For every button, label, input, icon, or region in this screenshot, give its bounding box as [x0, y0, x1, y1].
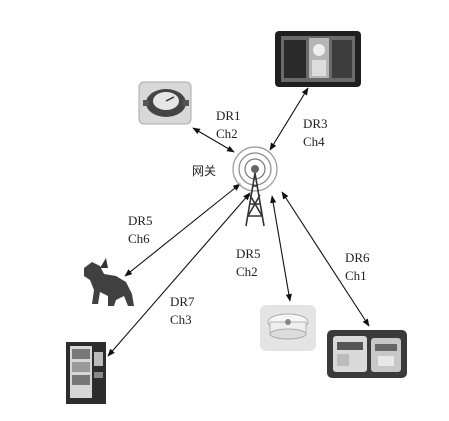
link-water-meter — [192, 127, 235, 153]
antenna-tower-icon — [232, 146, 278, 227]
label-ch-vending-machine: Ch3 — [170, 312, 192, 327]
water-meter-icon — [138, 81, 192, 125]
label-dr-vending-display: DR3 — [303, 116, 328, 131]
label-dr-pet-dog: DR5 — [128, 213, 153, 228]
vending-display-icon — [275, 31, 361, 87]
link-vending-display — [269, 87, 309, 151]
link-labels: DR1 Ch2 DR3 Ch4 DR5 Ch6 DR7 Ch3 DR5 Ch2 … — [128, 108, 370, 327]
link-smoke-detector — [270, 195, 292, 302]
label-ch-smoke-detector: Ch2 — [236, 264, 258, 279]
label-dr-smoke-detector: DR5 — [236, 246, 261, 261]
label-ch-water-meter: Ch2 — [216, 126, 238, 141]
links — [107, 87, 370, 357]
label-dr-vending-machine: DR7 — [170, 294, 195, 309]
label-dr-water-meter: DR1 — [216, 108, 241, 123]
link-electric-meter — [281, 191, 370, 327]
gateway-label: 网关 — [192, 164, 216, 178]
label-ch-vending-display: Ch4 — [303, 134, 325, 149]
link-pet-dog — [124, 183, 241, 277]
smoke-detector-icon — [260, 305, 316, 351]
label-dr-electric-meter: DR6 — [345, 250, 370, 265]
label-ch-pet-dog: Ch6 — [128, 231, 150, 246]
label-ch-electric-meter: Ch1 — [345, 268, 367, 283]
link-vending-machine — [107, 192, 251, 357]
vending-machine-icon — [66, 342, 106, 404]
electric-meter-icon — [327, 330, 407, 378]
dog-icon — [84, 258, 134, 306]
